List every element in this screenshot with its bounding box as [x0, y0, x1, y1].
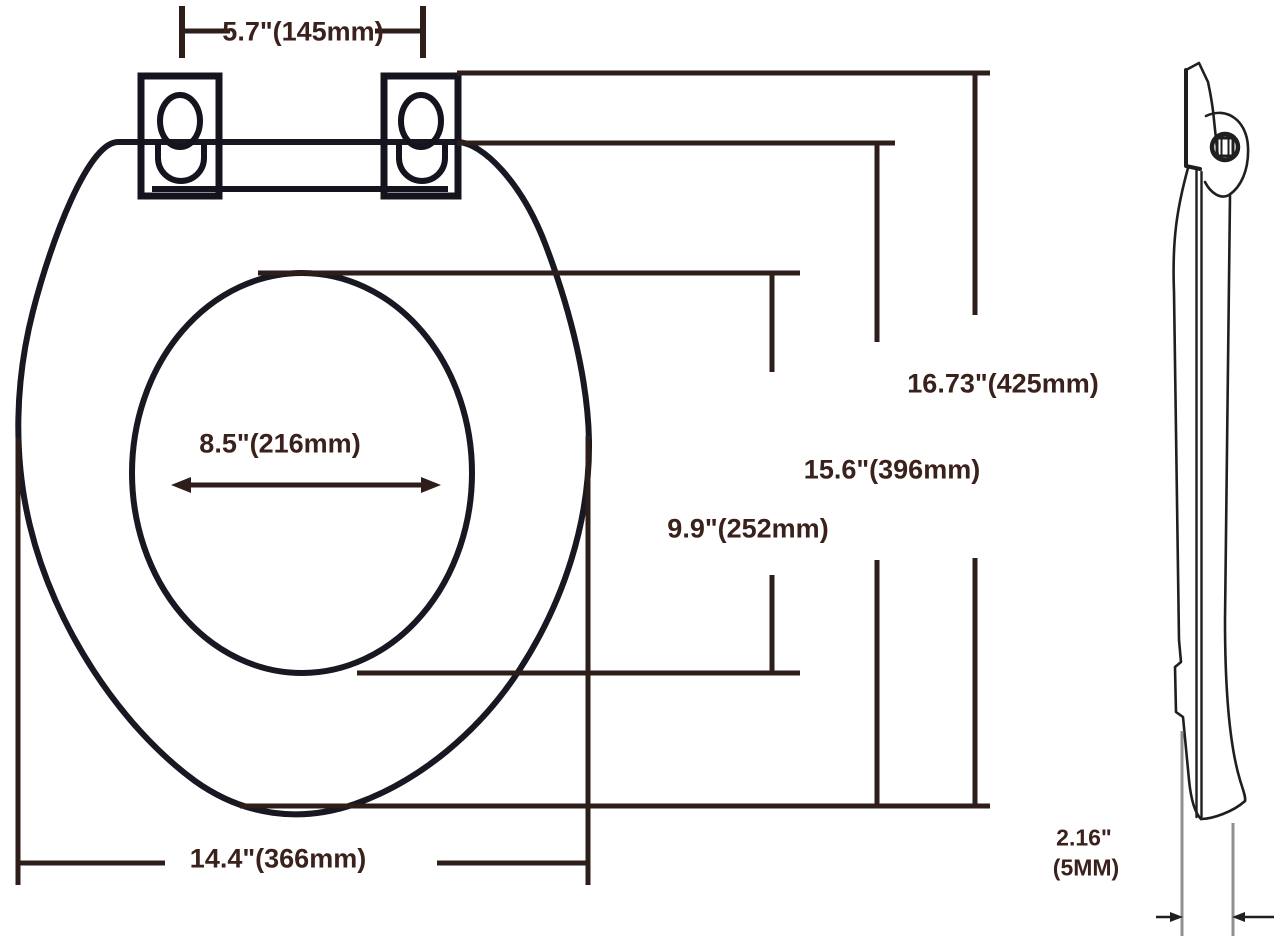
- side-lid: [1184, 61, 1220, 160]
- dim-seat-length: [457, 140, 895, 806]
- dim-label-hinge-spacing: 5.7"(145mm): [222, 16, 384, 47]
- hinge-bracket-left: [137, 72, 223, 200]
- dim-label-total-length: 16.73"(425mm): [907, 368, 1099, 399]
- seat-top-view: [15, 139, 593, 818]
- side-hinge-lobe: [1203, 111, 1250, 198]
- side-ring-bottom: [1199, 799, 1247, 821]
- dim-total-length: [457, 70, 990, 806]
- side-lid-left-edge: [1184, 68, 1202, 171]
- hinge-cup-left: [155, 143, 207, 184]
- dim-label-inner-length: 9.9"(252mm): [667, 513, 829, 544]
- seat-outer-ring: [15, 139, 593, 818]
- side-hinge-bolt-ring: [1209, 131, 1241, 163]
- side-hinge-bolt-head: [1215, 136, 1235, 158]
- seat-side-view: [1172, 61, 1250, 821]
- dim-hinge-spacing: [179, 6, 426, 58]
- dim-label-thickness-mm: (5MM): [1052, 854, 1120, 881]
- side-ring-left-edge: [1172, 166, 1203, 821]
- dim-label-seat-width: 14.4"(366mm): [189, 843, 367, 874]
- dim-inner-length: [258, 270, 800, 676]
- hinge-hole-left: [157, 92, 203, 150]
- dim-inner-width-arrow: [171, 477, 441, 493]
- dim-label-inner-width: 8.5"(216mm): [199, 428, 361, 459]
- dim-label-thickness-inches: 2.16": [1056, 824, 1112, 851]
- dimension-lines: [15, 6, 990, 885]
- hinge-assembly: [137, 72, 462, 200]
- hinge-hole-right: [398, 92, 444, 150]
- seat-inner-opening: [129, 270, 475, 676]
- side-ring-right-edge: [1223, 194, 1247, 803]
- dim-label-seat-length: 15.6"(396mm): [803, 454, 981, 485]
- dim-thickness: [1156, 731, 1274, 936]
- dim-seat-width: [15, 436, 591, 885]
- hinge-bracket-right: [380, 72, 462, 200]
- hinge-cup-right: [396, 143, 448, 184]
